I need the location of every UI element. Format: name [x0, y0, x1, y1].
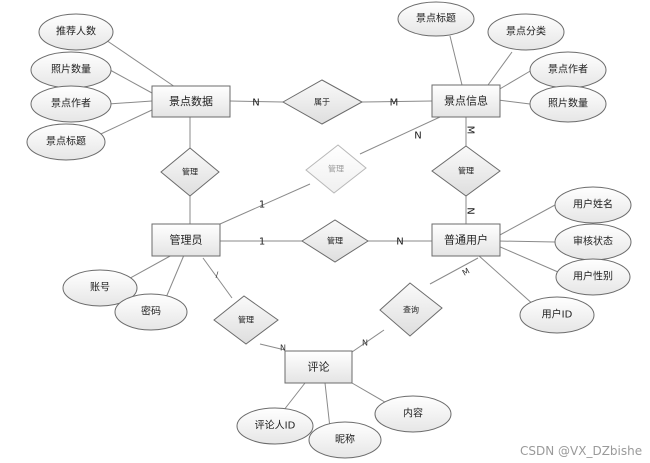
entity-scenic-data: 景点数据: [151, 85, 231, 118]
attribute-author-left-label: 景点作者: [51, 98, 91, 110]
attribute-user-id-label: 用户ID: [542, 308, 573, 321]
cardinality-faded-info: N: [414, 131, 421, 142]
attribute-account: 账号: [62, 269, 138, 307]
cardinality-manage-user-mid: N: [396, 237, 403, 248]
relationship-manage-faded: 管理: [305, 144, 367, 194]
relationship-query-label: 查询: [403, 305, 419, 315]
attribute-info-author-label: 景点作者: [548, 64, 588, 76]
attribute-account-label: 账号: [90, 282, 110, 294]
cardinality-scenic-data-belongs: N: [252, 98, 259, 109]
attribute-user-name-label: 用户姓名: [573, 198, 613, 211]
attribute-info-author: 景点作者: [529, 51, 607, 89]
cardinality-admin-comment-rel: /: [216, 271, 219, 280]
attribute-review-status-label: 审核状态: [573, 235, 613, 248]
cardinality-manage-user-top: N: [465, 207, 476, 214]
attribute-nickname: 昵称: [308, 421, 382, 459]
cardinality-belongs-info: M: [390, 98, 399, 109]
attribute-photo-count-left-label: 照片数量: [51, 63, 91, 76]
cardinality-query-comment: N: [362, 339, 368, 348]
cardinality-info-manage: M: [465, 126, 476, 135]
attribute-user-name: 用户姓名: [554, 186, 632, 224]
relationship-manage-middle-label: 管理: [327, 236, 343, 246]
relationship-manage-right: 管理: [431, 145, 501, 197]
attribute-user-id: 用户ID: [519, 296, 595, 334]
relationship-query: 查询: [379, 282, 443, 337]
attribute-user-gender-label: 用户性别: [573, 270, 613, 283]
attribute-author-left: 景点作者: [30, 85, 112, 123]
watermark: CSDN @VX_DZbishe: [520, 444, 642, 458]
attribute-user-gender: 用户性别: [555, 258, 631, 296]
entity-admin-label: 管理员: [170, 233, 203, 247]
attribute-recommend-count: 推荐人数: [38, 13, 114, 51]
attribute-nickname-label: 昵称: [335, 433, 355, 446]
attribute-photo-count-left: 照片数量: [30, 51, 112, 89]
relationship-manage-comment: 管理: [213, 295, 279, 345]
entity-scenic-info-label: 景点信息: [444, 94, 488, 108]
attribute-info-title: 景点标题: [397, 1, 475, 37]
relationship-belongs-label: 属于: [314, 98, 330, 107]
relationship-belongs: 属于: [281, 79, 364, 125]
attribute-recommend-count-label: 推荐人数: [56, 25, 96, 38]
entity-scenic-info: 景点信息: [431, 84, 501, 118]
cardinality-comment-rel-comment: N: [280, 344, 286, 353]
relationship-manage-left: 管理: [160, 147, 220, 197]
cardinality-admin-faded: 1: [259, 200, 265, 211]
attribute-commenter-id-label: 评论人ID: [255, 419, 296, 432]
relationship-manage-right-label: 管理: [458, 166, 474, 176]
connector-lines: [87, 35, 559, 429]
entity-user: 普通用户: [431, 223, 501, 257]
attribute-content-label: 内容: [403, 407, 423, 420]
entity-comment-label: 评论: [308, 360, 330, 374]
attribute-info-title-label: 景点标题: [416, 13, 456, 25]
attribute-info-category: 景点分类: [487, 13, 565, 51]
attribute-password: 密码: [114, 293, 188, 331]
relationship-manage-middle: 管理: [301, 219, 369, 263]
attribute-content: 内容: [374, 395, 452, 433]
cardinality-admin-manage-mid: 1: [259, 237, 265, 248]
attribute-info-category-label: 景点分类: [506, 25, 546, 38]
attribute-info-photo-count-label: 照片数量: [548, 97, 588, 110]
relationship-manage-left-label: 管理: [182, 167, 198, 177]
attribute-password-label: 密码: [141, 305, 161, 318]
relationship-manage-faded-label: 管理: [328, 164, 344, 174]
entity-user-label: 普通用户: [444, 233, 488, 247]
entity-scenic-data-label: 景点数据: [169, 94, 213, 108]
attribute-title-left-label: 景点标题: [46, 136, 86, 148]
cardinality-labels: N M 1 N M N 1 N / N N M: [216, 98, 476, 353]
cardinality-user-query: M: [461, 266, 472, 277]
attribute-title-left: 景点标题: [26, 123, 106, 161]
attribute-info-photo-count: 照片数量: [529, 85, 607, 123]
entity-comment: 评论: [284, 350, 353, 384]
attribute-review-status: 审核状态: [554, 223, 632, 261]
relationship-manage-comment-label: 管理: [238, 315, 254, 325]
entity-admin: 管理员: [151, 223, 221, 257]
attribute-commenter-id: 评论人ID: [236, 407, 314, 445]
